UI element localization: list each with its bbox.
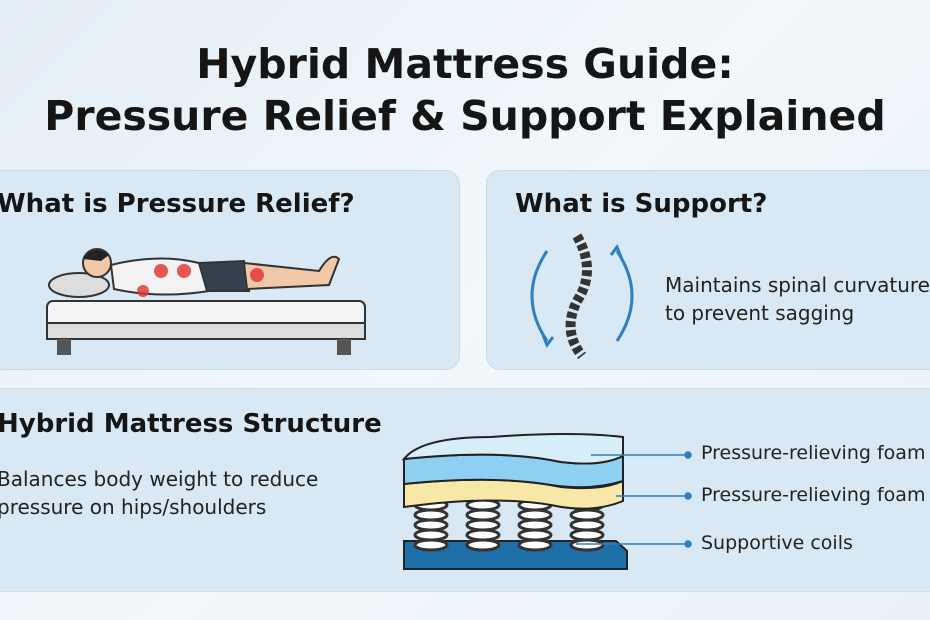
pressure-points [137, 264, 264, 297]
page-title: Hybrid Mattress Guide: Pressure Relief &… [44, 40, 886, 140]
pressure-relief-heading: What is Pressure Relief? [0, 189, 355, 219]
support-heading: What is Support? [515, 189, 768, 219]
support-description: Maintains spinal curvature to prevent sa… [665, 273, 930, 325]
mattress-sleeper-illustration [46, 248, 366, 355]
spine-icon [530, 233, 634, 360]
layer-label-coils: Supportive coils [701, 532, 853, 554]
layer-label-top-foam: Pressure-relieving foam [701, 442, 926, 464]
layer-label-middle-foam: Pressure-relieving foam [701, 484, 926, 506]
structure-heading: Hybrid Mattress Structure [0, 409, 382, 439]
pressure-relief-panel: What is Pressure Relief? [0, 170, 460, 370]
support-panel: What is Support? Maintains spinal curvat… [486, 170, 930, 370]
mattress-layers-illustration [401, 433, 692, 570]
structure-panel: Hybrid Mattress Structure Balances body … [0, 388, 930, 592]
structure-description: Balances body weight to reduce pressure … [0, 467, 319, 519]
